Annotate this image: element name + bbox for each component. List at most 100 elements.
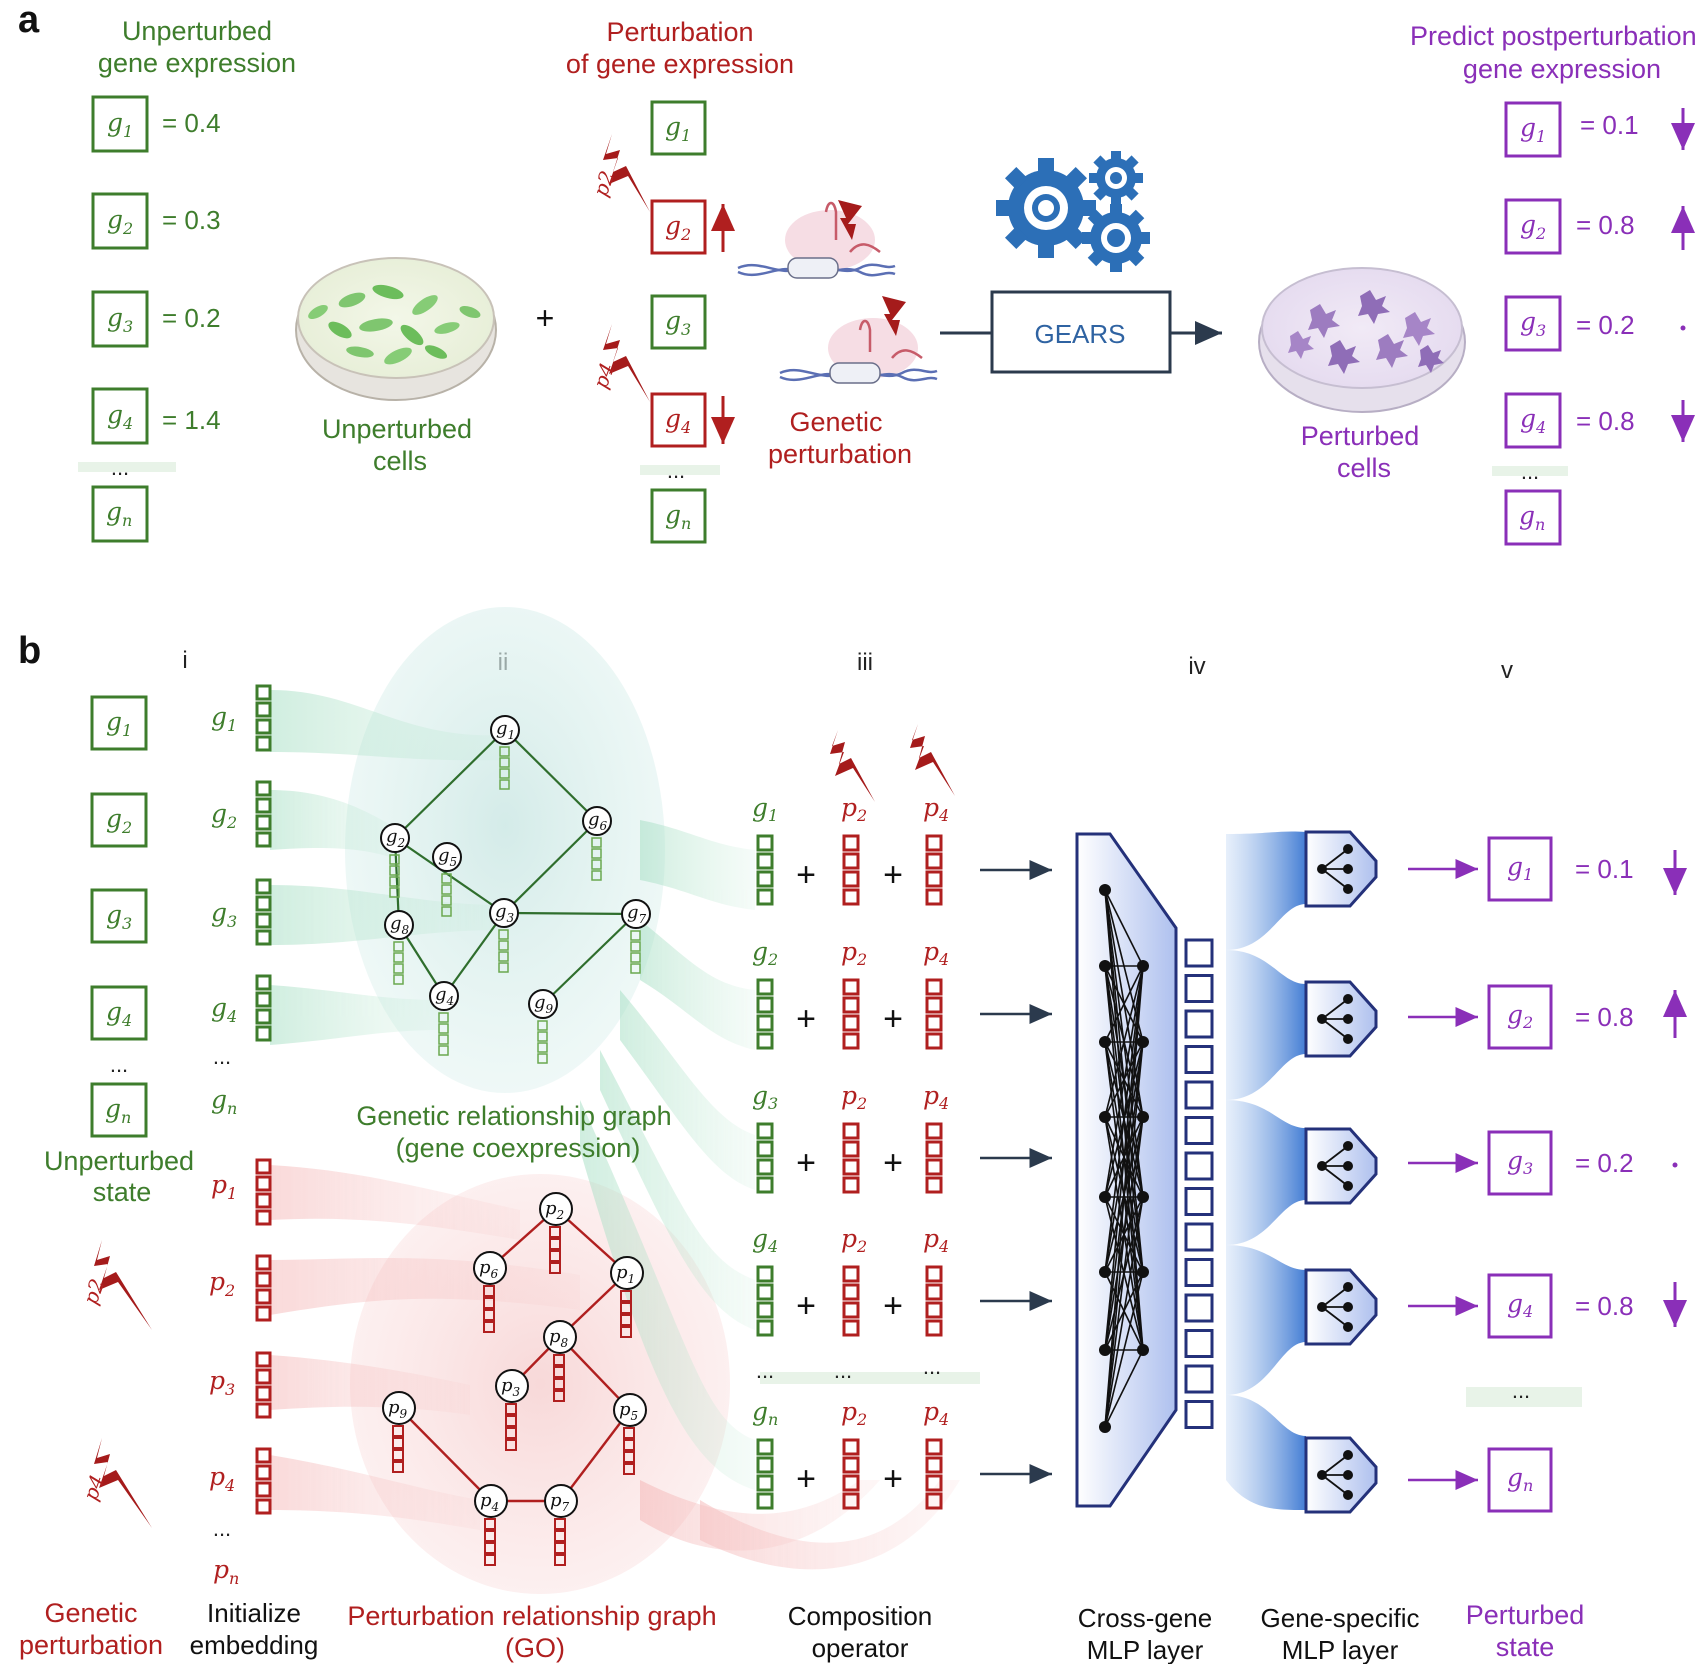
gene-box xyxy=(1504,489,1562,546)
gene-box xyxy=(1504,392,1562,449)
output-row: g1= 0.1 xyxy=(1408,836,1634,902)
node-label: gn xyxy=(752,1397,778,1429)
composition-ellipsis: ... xyxy=(923,1354,941,1379)
gene-box-label: gn xyxy=(106,497,132,530)
gene-box xyxy=(91,95,149,153)
gene-graph-title-line2: (gene coexpression) xyxy=(396,1133,641,1163)
node-label: g4 xyxy=(752,1224,778,1256)
gene-box xyxy=(650,488,707,544)
embedding-vector xyxy=(255,1158,272,1226)
unperturbed-value-g1: = 0.4 xyxy=(162,108,221,138)
gene-box xyxy=(1487,1130,1553,1196)
gene-box-label: g1 xyxy=(1520,113,1546,146)
gene-specific-flow xyxy=(1226,831,1306,1511)
embedding-label: pn xyxy=(213,1555,239,1588)
hidden-unit xyxy=(1184,1116,1214,1145)
embedding-vector xyxy=(756,1265,774,1337)
cross-gene-mlp xyxy=(1075,832,1178,1508)
unperturbed-state-column: g1 g2 g3 g4 ... gn xyxy=(90,695,148,1138)
composition-ellipsis: ... xyxy=(756,1358,774,1383)
embedding-vector xyxy=(756,978,774,1050)
embedding-ellipsis: ... xyxy=(213,1044,231,1069)
gene-ellipsis: ... xyxy=(111,455,129,480)
pert-graph-title-line2: (GO) xyxy=(505,1633,565,1663)
gene-embedding-flows xyxy=(270,690,755,1490)
gene-specific-block xyxy=(1304,1268,1378,1346)
gene-specific-block xyxy=(1304,1127,1378,1205)
column-iv: iv xyxy=(1188,653,1205,680)
ellipsis-band xyxy=(640,465,720,475)
graph-edge xyxy=(394,729,506,839)
hidden-unit xyxy=(1184,1222,1214,1252)
hidden-unit xyxy=(1184,1258,1214,1287)
genetic-perturbation-label-line1: Genetic xyxy=(44,1598,137,1628)
gene-specific-label-line2: MLP layer xyxy=(1282,1635,1399,1664)
column-v: v xyxy=(1501,657,1513,684)
gene-box xyxy=(91,387,149,445)
graph-node: g5 xyxy=(432,842,462,917)
node-label: g2 xyxy=(1507,1000,1533,1032)
cross-gene-label-line1: Cross-gene xyxy=(1078,1603,1212,1633)
gene-specific-block xyxy=(1304,830,1378,908)
graph-edge xyxy=(503,820,598,914)
embedding-vector xyxy=(255,780,272,848)
hidden-unit xyxy=(1184,1329,1214,1358)
gene-box-label: gn xyxy=(1519,501,1545,534)
hidden-unit xyxy=(1184,1080,1214,1110)
gene-box xyxy=(91,290,149,348)
gene-box xyxy=(650,100,707,156)
mlp-node xyxy=(1137,1191,1149,1203)
node-label: g3 xyxy=(1507,1146,1533,1178)
ellipsis-band xyxy=(760,1372,980,1384)
node-label: p4 xyxy=(923,1081,949,1113)
mlp-node xyxy=(1099,1191,1111,1203)
embedding-vector xyxy=(591,837,602,881)
plus-sign: + xyxy=(883,1144,903,1182)
embedding-vector xyxy=(255,1254,272,1322)
gene-box xyxy=(90,695,148,751)
hidden-unit xyxy=(1184,974,1214,1003)
embedding-gene-labels: g1 g2 g3 g4 ... gn xyxy=(211,702,237,1118)
unperturbed-expression-title-line1: Unperturbed xyxy=(122,16,272,46)
lightning-icon xyxy=(94,1240,152,1330)
node-label: p4 xyxy=(923,793,949,825)
predicted-value-g2: = 0.8 xyxy=(1576,210,1635,240)
gene-box xyxy=(1487,836,1553,902)
node-label: p2 xyxy=(841,1081,867,1113)
node-label: g3 xyxy=(752,1081,778,1113)
graph-node: g3 xyxy=(489,898,519,973)
graph-node: p9 xyxy=(382,1391,416,1473)
plus-sign: + xyxy=(883,1460,903,1498)
gene-box-label: g2 xyxy=(107,205,133,238)
mlp-node xyxy=(1099,1266,1111,1278)
gene-box xyxy=(91,192,149,250)
plus-sign: + xyxy=(796,1000,816,1038)
plus-sign: + xyxy=(796,1287,816,1325)
embedding-label: p1 xyxy=(211,1170,237,1203)
graph-node: p7 xyxy=(544,1484,578,1566)
gene-ellipsis: ... xyxy=(1521,459,1539,484)
column-i: i xyxy=(182,647,187,674)
predicted-value-g1: = 0.1 xyxy=(1580,110,1639,140)
initialize-embedding-label-line2: embedding xyxy=(190,1630,319,1660)
predict-title-line2: gene expression xyxy=(1463,54,1661,84)
gene-box xyxy=(90,1082,148,1138)
graph-node: p5 xyxy=(613,1393,647,1475)
output-row: g2= 0.8 xyxy=(1408,984,1634,1050)
perturbed-cells-label-line1: Perturbed xyxy=(1301,421,1420,451)
gene-box xyxy=(90,792,148,848)
output-ellipsis: ... xyxy=(1512,1378,1530,1403)
gene-specific-label-line1: Gene-specific xyxy=(1261,1603,1420,1633)
embedding-vector xyxy=(756,1122,774,1194)
gene-box-label: g1 xyxy=(106,707,132,740)
graph-node: p4 xyxy=(474,1484,508,1566)
gene-box-label: g3 xyxy=(106,900,132,933)
mlp-node xyxy=(1099,1344,1111,1356)
mlp-node xyxy=(1137,1036,1149,1048)
embedding-vector xyxy=(756,834,774,906)
